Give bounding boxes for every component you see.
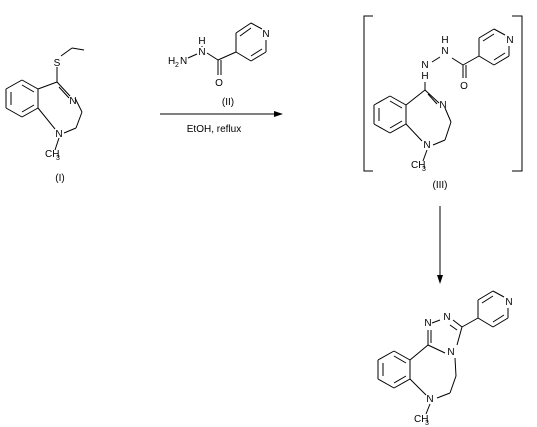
- compound-1-methyl-subscript: 3: [56, 155, 60, 162]
- compound-4-triazole-nitrogen-1: N: [424, 318, 431, 329]
- compound-2-carbonyl-oxygen: O: [215, 78, 223, 89]
- compound-4-diazepine-ring: [409, 344, 457, 415]
- compound-3-amine-nitrogen: N: [423, 140, 430, 151]
- compound-1-benzene-ring: [5, 79, 39, 118]
- compound-2-pyridine-ring: [235, 22, 267, 62]
- compound-1-methylthio-group: [56, 47, 85, 82]
- compound-2-amino-nitrogen: N: [180, 56, 187, 67]
- compound-1-label: (I): [55, 173, 64, 184]
- compound-4-pyridine-nitrogen: N: [505, 297, 512, 308]
- compound-3-methyl-carbon: CH: [411, 160, 425, 171]
- compound-1-sulfur-atom: S: [54, 58, 61, 69]
- compound-1-imine-nitrogen: N: [69, 96, 76, 107]
- compound-3-hydrazide-hydrogen-b: H: [421, 71, 428, 82]
- compound-1-diazepine-ring: [37, 81, 83, 151]
- compound-3-label: (III): [433, 180, 448, 191]
- compound-3-hydrazide-nitrogen-b: N: [421, 60, 428, 71]
- compound-3-ring-nitrogen: N: [439, 100, 446, 111]
- compound-2-amino-hydrogen: H: [168, 56, 175, 67]
- compound-2-amino-subscript: 2: [175, 62, 179, 69]
- compound-3-structure: N O H N N H: [373, 28, 514, 173]
- compound-3-hydrazide-nitrogen-a: N: [441, 46, 448, 57]
- compound-4-structure: N N N N: [377, 290, 513, 427]
- compound-3-diazepine-ring: [405, 89, 452, 162]
- compound-4-triazole-ring: [427, 319, 463, 354]
- compound-3-pyridine-nitrogen: N: [506, 35, 513, 46]
- compound-4-triazole-nitrogen-3: N: [447, 347, 454, 358]
- reagent-label: (II): [222, 97, 234, 108]
- compound-2-pyridine-nitrogen: N: [262, 29, 269, 40]
- reaction-conditions: EtOH, reflux: [187, 124, 241, 135]
- compound-1-structure: S N N CH 3: [5, 47, 85, 162]
- compound-4-pyridine-ring: [477, 290, 509, 328]
- compound-1-methyl-carbon: CH: [45, 149, 59, 160]
- compound-4-methyl-carbon: CH: [414, 414, 428, 425]
- compound-4-methyl-subscript: 3: [425, 420, 429, 427]
- intermediate-brackets: [363, 15, 523, 172]
- reaction-arrow-1: [160, 111, 283, 117]
- compound-4-amine-nitrogen: N: [426, 394, 433, 405]
- compound-3-methyl-subscript: 3: [422, 166, 426, 173]
- compound-1-amine-nitrogen: N: [55, 129, 62, 140]
- compound-3-hydrazide-hydrogen-a: H: [441, 35, 448, 46]
- compound-2-hydrazine-nitrogen: N: [198, 47, 205, 58]
- compound-4-benzene-ring: [377, 350, 411, 389]
- compound-2-hydrazine-hydrogen: H: [198, 36, 205, 47]
- compound-3-carbonyl-oxygen: O: [460, 81, 468, 92]
- compound-2-structure: H H 2 N N O N: [168, 22, 270, 89]
- reaction-arrow-2: [437, 206, 443, 284]
- compound-3-pyridine-ring: [478, 28, 510, 66]
- compound-3-benzene-ring: [373, 95, 407, 134]
- compound-4-triazole-nitrogen-2: N: [443, 312, 450, 323]
